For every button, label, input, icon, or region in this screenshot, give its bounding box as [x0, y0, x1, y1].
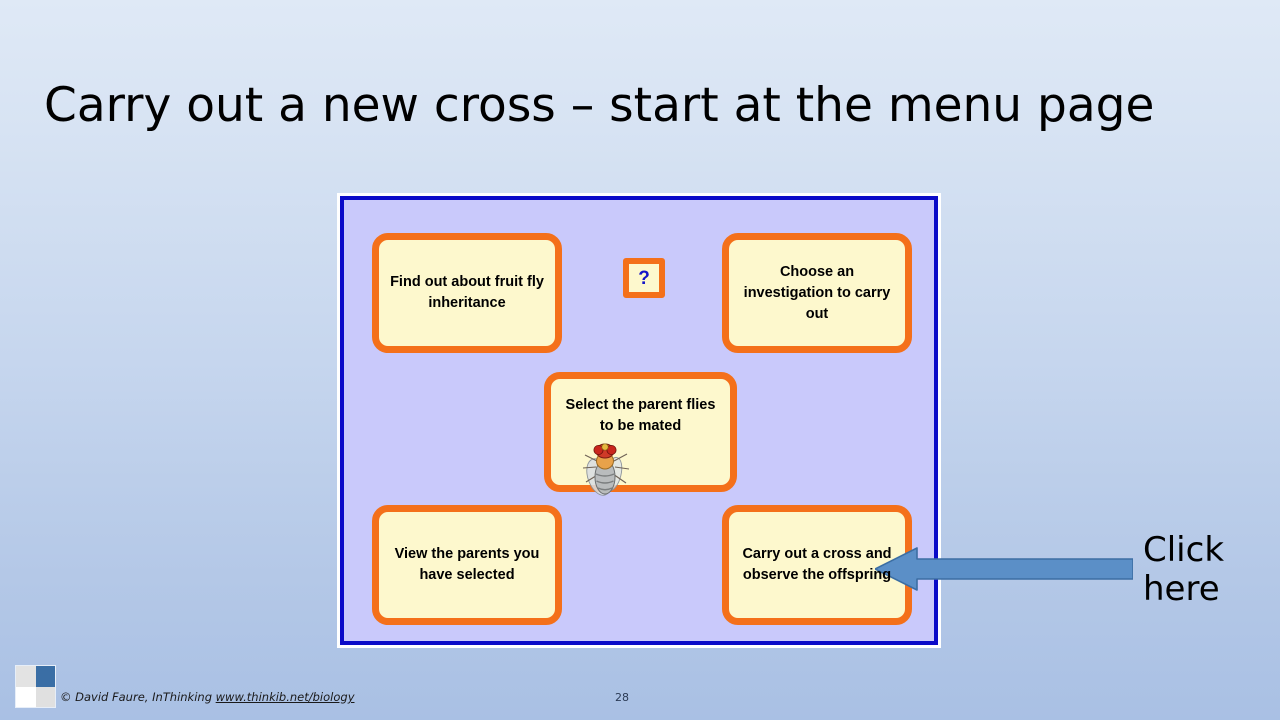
slide-page-number: 28 — [615, 691, 629, 704]
footer-credit-text: © David Faure, InThinking — [60, 690, 212, 704]
menu-button-find-out-label: Find out about fruit fly inheritance — [390, 274, 544, 311]
help-question-mark-label: ? — [638, 267, 650, 289]
logo-cell-bottom-left — [16, 686, 36, 707]
logo-cell-top-right — [35, 666, 55, 687]
footer-credit: © David Faure, InThinking www.thinkib.ne… — [60, 690, 355, 704]
click-here-line-2: here — [1143, 569, 1220, 609]
inthinking-logo — [15, 665, 56, 708]
menu-button-carry-out-cross[interactable]: Carry out a cross and observe the offspr… — [722, 505, 912, 625]
menu-button-select-parents[interactable]: Select the parent flies to be mated — [544, 372, 737, 496]
help-question-mark-button[interactable]: ? — [623, 258, 665, 298]
menu-button-view-parents-label: View the parents you have selected — [394, 546, 540, 583]
menu-page-screenshot: Find out about fruit fly inheritance Cho… — [337, 193, 941, 648]
footer-website-link[interactable]: www.thinkib.net/biology — [215, 690, 355, 704]
fruit-fly-icon — [582, 443, 630, 496]
logo-cell-bottom-right — [35, 686, 55, 707]
logo-cell-top-left — [16, 666, 36, 687]
menu-button-select-parents-label: Select the parent flies to be mated — [565, 397, 716, 434]
click-here-callout: Click here — [1143, 531, 1273, 609]
menu-button-find-out[interactable]: Find out about fruit fly inheritance — [372, 233, 562, 353]
menu-button-carry-out-cross-label: Carry out a cross and observe the offspr… — [742, 546, 892, 583]
click-here-line-1: Click — [1143, 530, 1225, 570]
menu-button-choose-investigation[interactable]: Choose an investigation to carry out — [722, 233, 912, 353]
menu-button-view-parents[interactable]: View the parents you have selected — [372, 505, 562, 625]
menu-button-choose-investigation-label: Choose an investigation to carry out — [743, 263, 891, 322]
menu-page-frame: Find out about fruit fly inheritance Cho… — [340, 196, 938, 645]
page-title: Carry out a new cross – start at the men… — [44, 78, 1155, 133]
click-here-arrow-icon — [875, 547, 1133, 591]
